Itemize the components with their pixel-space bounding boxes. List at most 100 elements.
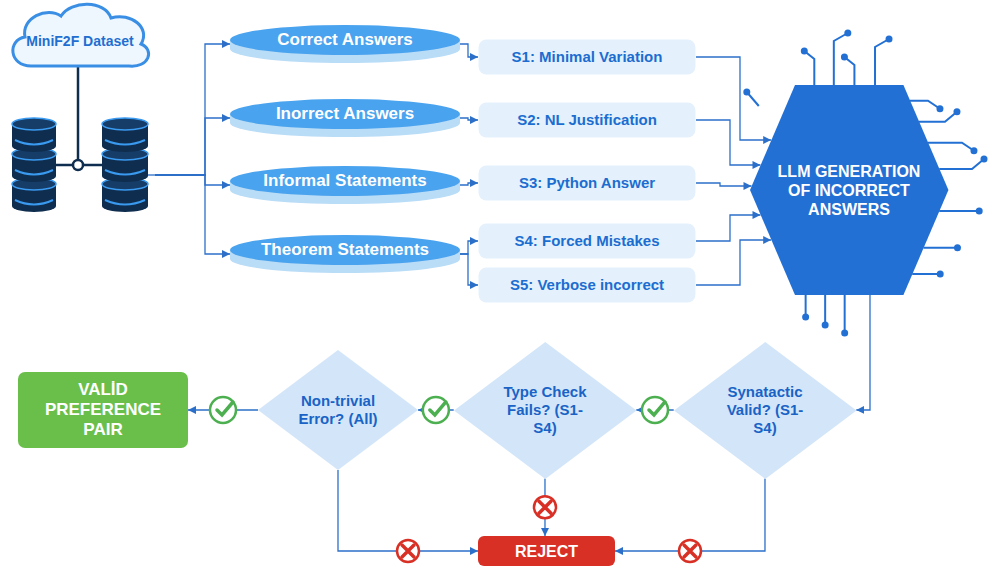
text-holder: S1: Minimal Variation [478, 39, 696, 75]
hexagon-fill [750, 85, 948, 295]
node-label: Informal Statements [263, 171, 426, 191]
cross-icon [684, 545, 696, 557]
circuit-dot [844, 30, 851, 37]
cross-icon [397, 540, 419, 562]
text-holder: Inorrect Answers [230, 99, 460, 137]
node-label: Type Check Fails? (S1-S4) [497, 383, 593, 437]
cross-icon [539, 501, 551, 513]
link-line [148, 174, 156, 175]
circuit-dot [970, 147, 977, 154]
check-icon [642, 397, 668, 423]
cloud-shape [13, 4, 149, 66]
circuit-trace [928, 143, 974, 151]
node-label: Correct Answers [277, 30, 412, 50]
circuit-dot [841, 54, 848, 61]
node-label: Theorem Statements [261, 240, 429, 260]
database-body [12, 140, 56, 152]
node-label: REJECT [515, 542, 578, 561]
text-holder: Theorem Statements [230, 235, 460, 273]
dataset-cloud: MiniF2F Dataset [5, 0, 155, 220]
circuit-trace [910, 101, 940, 109]
circuit-dot [954, 244, 961, 251]
database-stripe [15, 140, 53, 145]
node-label: LLM GENERATION OF INCORRECT ANSWERS [774, 162, 924, 219]
link-dot [73, 160, 83, 170]
text-holder: VALİD PREFERENCE PAIR [18, 372, 188, 448]
database-stripe [15, 200, 53, 205]
strategy-box: S1: Minimal Variation [478, 39, 696, 75]
text-holder: S2: NL Justification [478, 102, 696, 138]
circuit-dot [822, 322, 829, 329]
connectors [155, 44, 870, 551]
band-top [230, 166, 460, 196]
check-icon [430, 402, 446, 415]
circuit-dot [743, 89, 750, 96]
node-label: Synatactic Valid? (S1-S4) [717, 383, 813, 437]
text-holder: Non-trivial Error? (All) [258, 350, 418, 470]
connector [460, 241, 478, 254]
data-band: Informal Statements [230, 166, 460, 204]
database-body [12, 170, 56, 182]
band-top [230, 235, 460, 265]
box-fill [479, 40, 696, 75]
text-holder: MiniF2F Dataset [5, 6, 155, 76]
connector [696, 120, 760, 165]
reject-box: REJECT [478, 536, 615, 566]
circuit-trace [804, 51, 814, 85]
node-label: MiniF2F Dataset [26, 33, 133, 50]
connector [460, 254, 478, 285]
database-top [12, 118, 56, 130]
database-stripe [15, 170, 53, 175]
text-holder: S4: Forced Mistakes [478, 223, 696, 259]
cross-icon [534, 496, 556, 518]
illustration [12, 30, 988, 337]
data-band: Inorrect Answers [230, 99, 460, 137]
box-fill [479, 268, 696, 303]
band-top [230, 25, 460, 55]
connector [696, 183, 751, 186]
text-holder: Correct Answers [230, 25, 460, 63]
cross-icon [402, 545, 414, 557]
node-label: S4: Forced Mistakes [514, 232, 659, 250]
box-fill [18, 372, 188, 448]
check-icon [210, 397, 236, 423]
circuit-dot [802, 314, 809, 321]
connector [155, 44, 230, 175]
strategy-box: S3: Python Answer [478, 165, 696, 201]
circuit-trace [834, 33, 848, 85]
database-top [102, 118, 148, 130]
circuit-dot [936, 105, 943, 112]
check-icon [423, 397, 449, 423]
text-holder: Type Check Fails? (S1-S4) [454, 342, 637, 479]
connector [155, 118, 230, 175]
circuit-trace [919, 112, 957, 122]
text-holder: Synatactic Valid? (S1-S4) [674, 342, 857, 479]
connector [696, 215, 760, 241]
circuit-dot [841, 330, 848, 337]
connector [460, 183, 478, 185]
decision-diamond: Non-trivial Error? (All) [258, 350, 418, 470]
strategy-box: S2: NL Justification [478, 102, 696, 138]
circuit-dot [981, 156, 988, 163]
connector [856, 295, 870, 410]
connector [155, 175, 230, 185]
database-body [102, 140, 148, 152]
node-label: Non-trivial Error? (All) [290, 392, 386, 428]
diamond-fill [258, 350, 418, 470]
database-stripe [105, 200, 145, 205]
database-stripe [105, 140, 145, 145]
circuit-trace [844, 295, 846, 333]
strategy-box: S5: Verbose incorrect [478, 267, 696, 303]
box-fill [479, 103, 696, 138]
data-band: Theorem Statements [230, 235, 460, 273]
circuit-trace [844, 57, 854, 85]
connector [155, 175, 230, 254]
circuit-dot [953, 108, 960, 115]
node-label: S2: NL Justification [517, 111, 657, 129]
band-top [230, 99, 460, 129]
circuit-dot [976, 208, 983, 215]
box-fill [478, 536, 615, 566]
circuit-dot [937, 271, 944, 278]
node-label: Inorrect Answers [276, 104, 414, 124]
text-holder: Informal Statements [230, 166, 460, 204]
